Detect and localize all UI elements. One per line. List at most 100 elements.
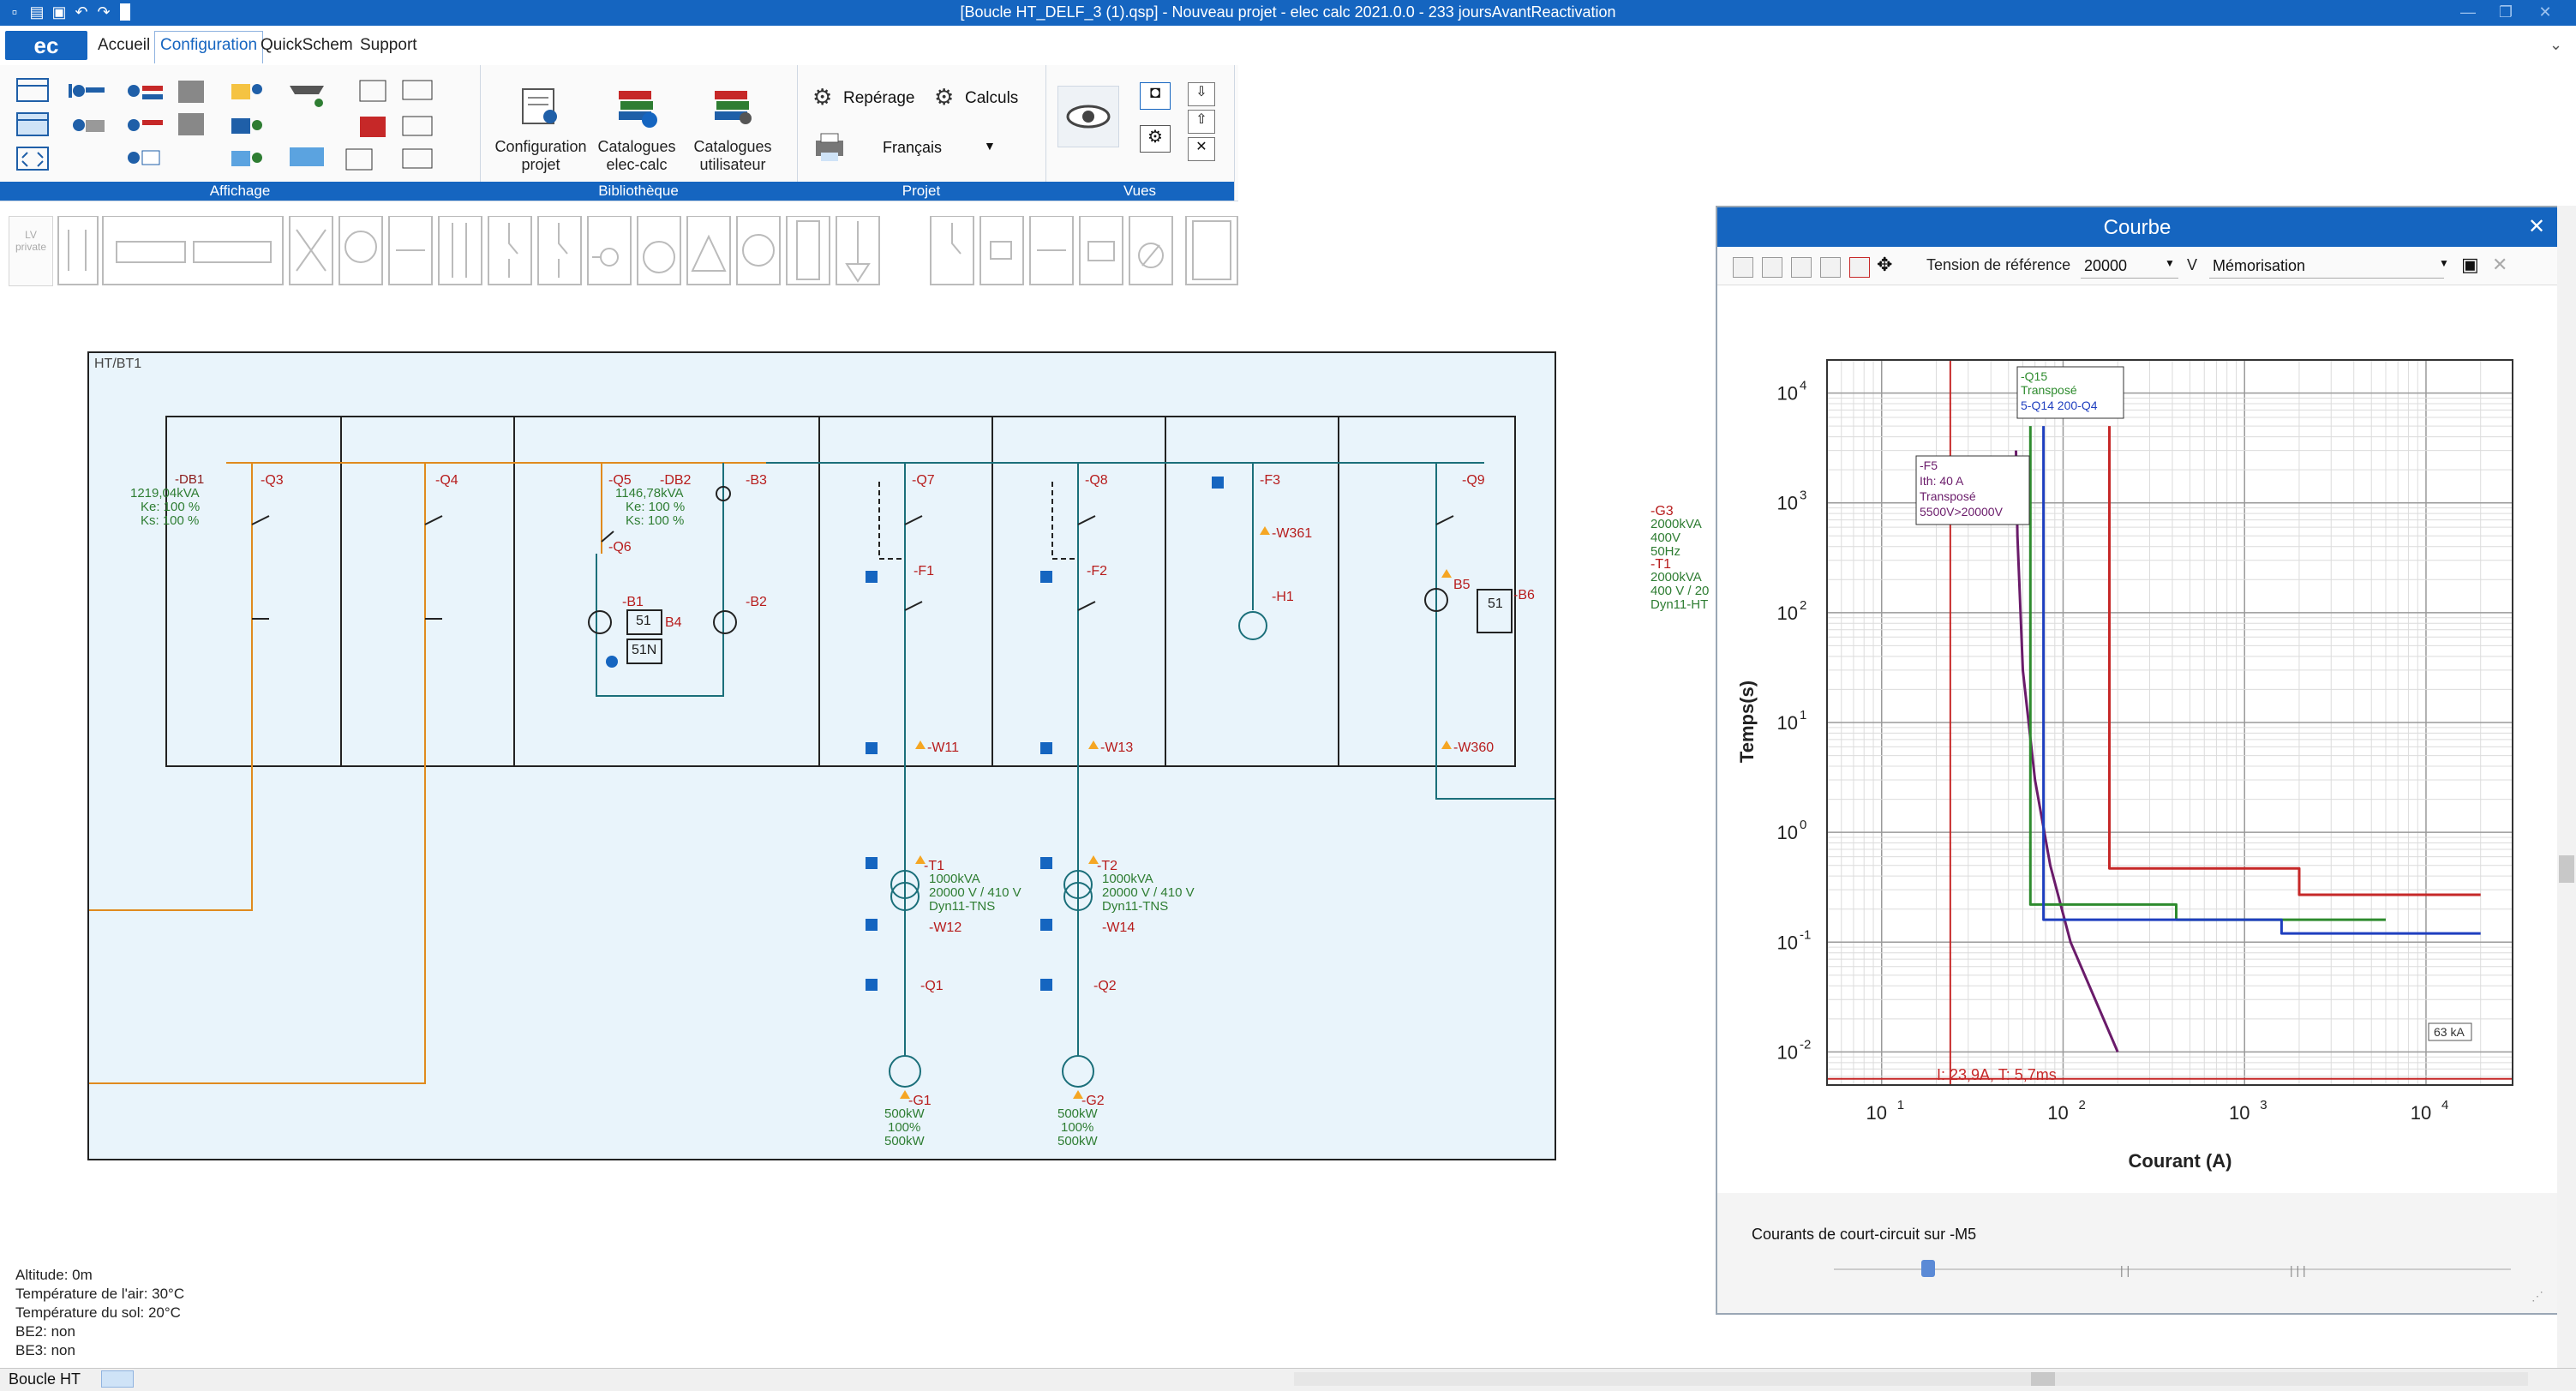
f5-label-1: -F5 (1920, 459, 1938, 472)
catalogues-utilisateur-button[interactable]: Catalogues utilisateur (686, 84, 780, 174)
icc-slider-thumb[interactable] (1921, 1260, 1935, 1277)
resize-grip-icon[interactable]: ⋰ (2531, 1289, 2543, 1303)
y-tick-label: 10 (1777, 493, 1798, 514)
curve-icon[interactable] (1849, 257, 1870, 278)
new-file-icon[interactable]: ▫ (11, 3, 18, 21)
label-db1-s: 1219,04kVA (130, 486, 200, 501)
single-line-diagram[interactable] (89, 353, 1555, 1159)
x-tick-exponent: 3 (2260, 1098, 2267, 1112)
configuration-projet-label-2: projet (521, 156, 560, 173)
chevron-down-icon: ▼ (984, 139, 996, 153)
new-sheet-icon[interactable] (101, 1370, 134, 1388)
label-g2-pc: 100% (1061, 1120, 1094, 1135)
frame-title: HT/BT1 (94, 357, 142, 371)
tension-chevron-icon: ▼ (2165, 257, 2175, 269)
calculs-label: Calculs (965, 89, 1019, 107)
configuration-projet-label-1: Configuration (494, 138, 587, 155)
tab-support[interactable]: Support (360, 36, 417, 54)
undo-icon[interactable]: ↶ (75, 3, 88, 21)
open-folder-icon[interactable]: ▤ (29, 3, 45, 21)
collapse-ribbon-icon[interactable]: ⌄ (2549, 36, 2563, 53)
window-titlebar: ▫ ▤ ▣ ↶ ↷ [Boucle HT_DELF_3 (1).qsp] - N… (0, 0, 2576, 26)
symbol-icons[interactable] (57, 216, 1256, 286)
configuration-projet-icon (522, 88, 557, 124)
reperage-label: Repérage (843, 89, 915, 107)
configuration-projet-button[interactable]: Configuration projet (494, 84, 588, 174)
save-icon[interactable]: ▣ (51, 3, 67, 21)
table-view-icon[interactable] (1733, 257, 1753, 278)
bottom-bar: Boucle HT (0, 1368, 2576, 1391)
icc-box (2428, 1022, 2472, 1041)
langue-dropdown[interactable]: Français ▼ (883, 139, 1003, 161)
snapshot-settings-icon[interactable]: ⚙ (1140, 125, 1171, 153)
label-g3-f: 50Hz (1650, 544, 1681, 559)
horizontal-scrollbar[interactable] (1294, 1372, 2528, 1386)
label-g1: -G1 (908, 1094, 932, 1108)
delete-view-icon[interactable]: ✕ (1188, 137, 1215, 161)
printer-icon[interactable] (812, 132, 847, 163)
redo-icon[interactable]: ↷ (97, 3, 111, 21)
memorisation-select[interactable]: Mémorisation (2209, 254, 2444, 279)
app-logo[interactable]: ec (5, 31, 87, 60)
info-altitude: Altitude: 0m (15, 1267, 93, 1283)
import-view-icon[interactable]: ⇧ (1188, 110, 1215, 134)
close-window-icon[interactable]: ✕ (2538, 3, 2552, 21)
sheet-tab-boucle-ht[interactable]: Boucle HT (9, 1370, 81, 1388)
calculs-button[interactable]: ⚙ Calculs (934, 82, 1040, 111)
y-tick-label: 10 (1777, 1041, 1798, 1063)
label-t2-s: 1000kVA (1102, 872, 1153, 886)
eye-view-button[interactable] (1057, 86, 1119, 147)
camera-icon[interactable]: ◘ (1140, 82, 1171, 110)
affichage-icons[interactable] (0, 65, 480, 182)
label-t2-u: 20000 V / 410 V (1102, 885, 1195, 900)
f5-label-4: 5500V>20000V (1920, 505, 2004, 519)
label-q6: -Q6 (608, 540, 632, 555)
label-g3-s: 2000kVA (1650, 517, 1702, 531)
label-w361: -W361 (1272, 526, 1313, 541)
reperage-button[interactable]: ⚙ Repérage (812, 82, 932, 111)
label-w13: -W13 (1100, 740, 1134, 755)
f5-label-2: Ith: 40 A (1920, 474, 1964, 488)
move-icon[interactable]: ✥ (1877, 254, 1893, 275)
courbe-panel[interactable]: Courbe ✕ ✥ Tension de référence 20000 ▼ … (1716, 206, 2559, 1315)
paste-icon[interactable] (1791, 257, 1812, 278)
export-view-icon[interactable]: ⇩ (1188, 82, 1215, 106)
minimize-icon[interactable]: — (2460, 3, 2476, 21)
icc-section-label: Courants de court-circuit sur -M5 (1752, 1226, 1977, 1243)
tension-unit: V (2187, 256, 2198, 273)
maximize-icon[interactable]: ❐ (2498, 3, 2513, 21)
label-g1-p: 500kW (884, 1106, 925, 1121)
tension-label: Tension de référence (1926, 256, 2071, 273)
info-be3: BE3: non (15, 1342, 75, 1358)
label-t1-u: 20000 V / 410 V (929, 885, 1021, 900)
x-tick-label: 10 (1866, 1102, 1886, 1124)
courbe-header: Courbe ✕ (1717, 207, 2557, 247)
tab-configuration[interactable]: Configuration (154, 31, 264, 63)
tab-accueil[interactable]: Accueil (98, 36, 151, 54)
copy-icon[interactable] (1762, 257, 1782, 278)
y-tick-exponent: 2 (1800, 598, 1806, 613)
y-tick-exponent: 4 (1800, 379, 1806, 393)
group-label-bibliotheque: Bibliothèque (480, 182, 797, 201)
label-h1: -H1 (1272, 590, 1294, 604)
diagram-canvas[interactable]: HT/BT1 -DB1 1219,04kVA Ke: 100 % Ks: 100… (87, 351, 1702, 1160)
tab-quickschem[interactable]: QuickSchem (261, 36, 353, 54)
vertical-scroll-thumb[interactable] (2559, 855, 2574, 883)
label-db2-ks: Ks: 100 % (626, 513, 685, 528)
tension-select[interactable]: 20000 (2081, 254, 2178, 279)
horizontal-scroll-thumb[interactable] (2031, 1372, 2055, 1386)
label-db2-s: 1146,78kVA (615, 486, 684, 501)
close-courbe-icon[interactable]: ✕ (2528, 215, 2546, 238)
save-curve-icon[interactable]: ▣ (2461, 254, 2479, 275)
edit-icon[interactable] (1820, 257, 1841, 278)
label-q2: -Q2 (1093, 979, 1117, 993)
icc-slider-track[interactable] (1834, 1268, 2511, 1270)
delete-curve-icon[interactable]: ✕ (2492, 254, 2508, 275)
x-tick-exponent: 4 (2441, 1098, 2448, 1112)
catalogues-elec-calc-button[interactable]: Catalogues elec-calc (590, 84, 684, 174)
symbol-lv-private[interactable]: LV private (9, 216, 53, 286)
label-f1: -F1 (914, 564, 934, 579)
langue-value: Français (883, 139, 943, 156)
vertical-scrollbar[interactable] (2557, 206, 2576, 1368)
